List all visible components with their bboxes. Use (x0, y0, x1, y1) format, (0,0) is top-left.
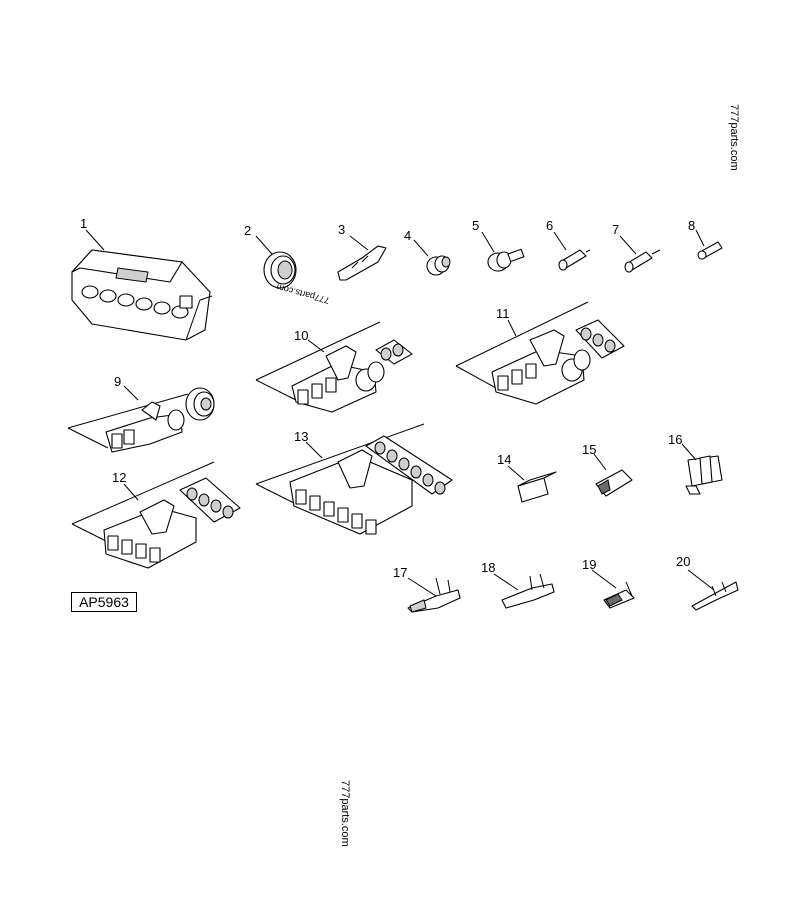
part-8-plug (695, 229, 723, 260)
part-19-terminal (591, 569, 635, 609)
callout-20: 20 (676, 554, 690, 569)
callout-3: 3 (338, 222, 345, 237)
callout-1: 1 (80, 216, 87, 231)
part-18-terminal (493, 573, 555, 609)
callout-15: 15 (582, 442, 596, 457)
callout-8: 8 (688, 218, 695, 233)
callout-12: 12 (112, 470, 126, 485)
watermark-bottom: 777parts.com (339, 780, 351, 847)
callout-13: 13 (294, 429, 308, 444)
part-11-connector-assembly (455, 301, 625, 405)
part-20-terminal (687, 569, 739, 611)
callout-16: 16 (668, 432, 682, 447)
part-9-connector-assembly (67, 385, 215, 453)
watermark-item2: 777parts.com (275, 282, 330, 306)
callout-2: 2 (244, 223, 251, 238)
callout-5: 5 (472, 218, 479, 233)
part-14-connector-block (507, 465, 557, 503)
part-4-wire-seal (413, 239, 451, 276)
callout-4: 4 (404, 228, 411, 243)
part-3-terminal (337, 235, 387, 281)
part-7-pin (619, 235, 661, 273)
part-15-terminal-housing (593, 453, 633, 497)
part-2-seal-ring (255, 235, 297, 289)
callout-11: 11 (496, 306, 510, 321)
callout-7: 7 (612, 222, 619, 237)
part-16-dual-housing (681, 443, 723, 495)
part-10-connector-assembly (255, 321, 413, 413)
part-6-pin (553, 231, 591, 271)
callout-6: 6 (546, 218, 553, 233)
reference-code-label: AP5963 (71, 592, 137, 612)
callout-14: 14 (497, 452, 511, 467)
part-13-connector-assembly (255, 423, 453, 535)
watermark-top-right: 777parts.com (728, 104, 740, 171)
part-1-connector-housing (71, 229, 213, 341)
callout-18: 18 (481, 560, 495, 575)
part-17-terminal (407, 577, 461, 613)
callout-17: 17 (393, 565, 407, 580)
part-12-connector-assembly (71, 461, 241, 569)
callout-10: 10 (294, 328, 308, 343)
callout-9: 9 (114, 374, 121, 389)
callout-19: 19 (582, 557, 596, 572)
part-5-plug-seal (481, 231, 525, 272)
